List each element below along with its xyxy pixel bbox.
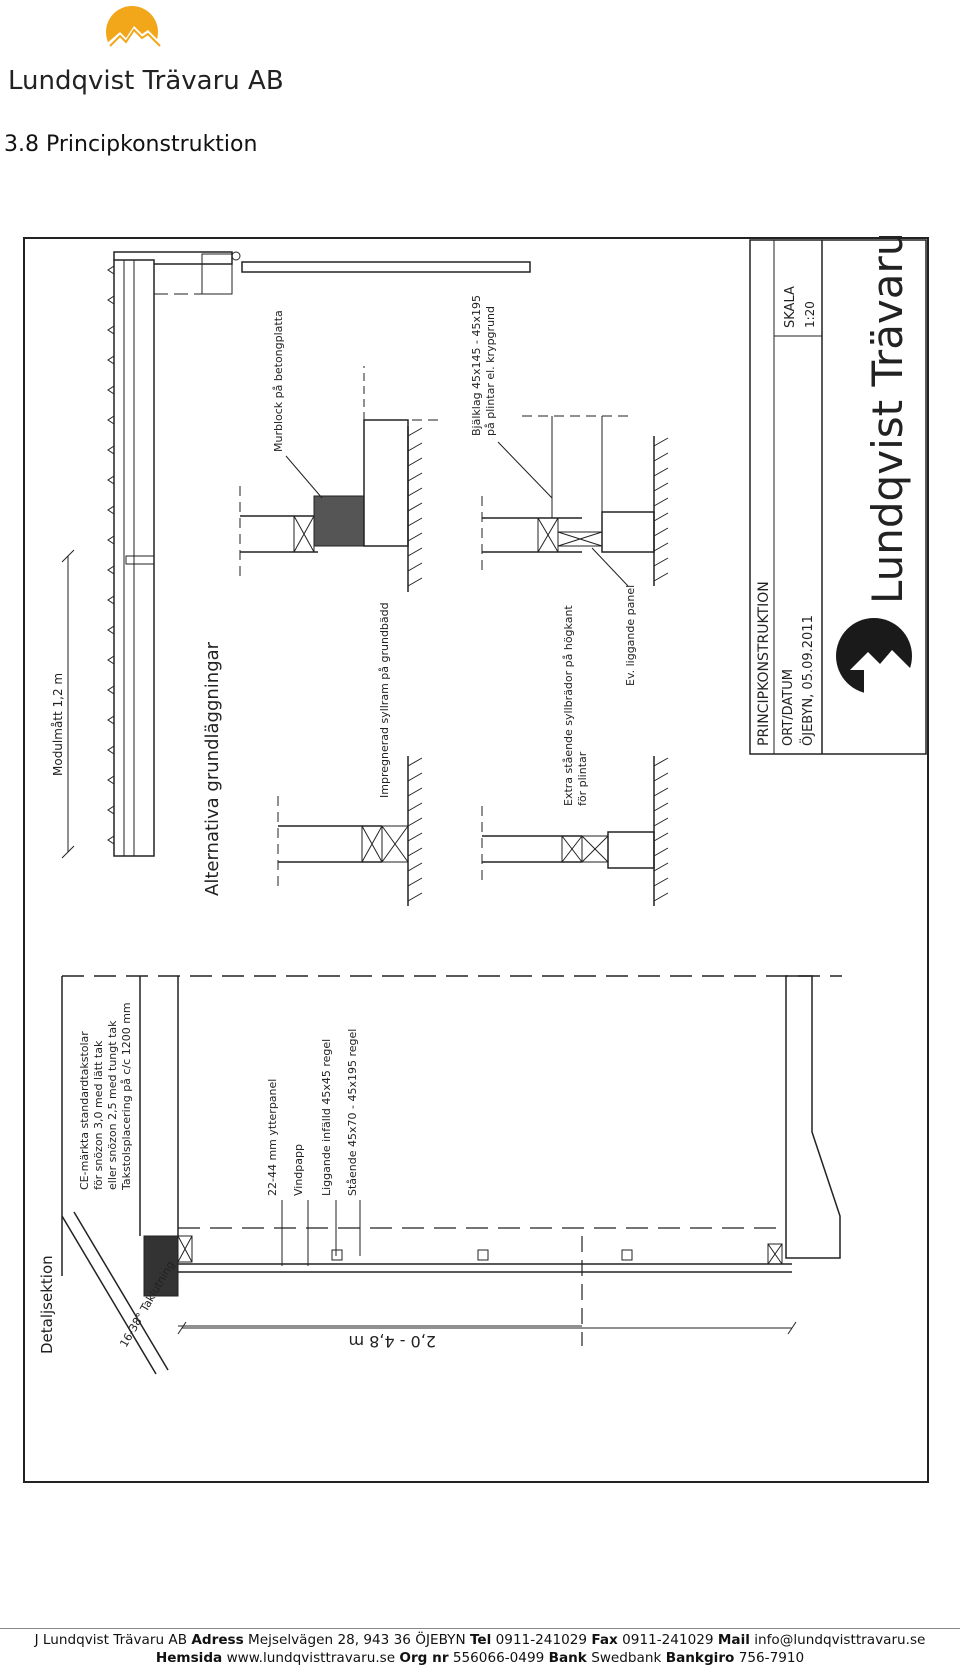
bjalklag-label-2: på plintar el. krypgrund: [484, 306, 497, 436]
footer-tel: 0911-241029: [495, 1632, 588, 1648]
footer-divider: [0, 1628, 960, 1629]
title-block-title: PRINCIPKONSTRUKTION: [756, 581, 772, 746]
footer-web-link[interactable]: www.lundqvisttravaru.se: [226, 1650, 396, 1666]
title-block-scale-label: SKALA: [783, 286, 798, 328]
title-block-logo-icon: [836, 618, 912, 694]
footer-bank: Swedbank: [591, 1650, 662, 1666]
title-block-scale-value: 1:20: [803, 301, 817, 328]
footer-mail-link[interactable]: info@lundqvisttravaru.se: [754, 1632, 926, 1648]
footer: J Lundqvist Trävaru AB Adress Mejselväge…: [0, 1631, 960, 1667]
truss-note-2: för snözon 3,0 med lätt tak: [92, 1040, 105, 1190]
ev-panel-label: Ev. liggande panel: [624, 585, 637, 686]
logo-text: Lundqvist Trävaru AB: [8, 66, 284, 96]
module-dimension-label: Modulmått 1,2 m: [51, 673, 65, 776]
title-block-company: Lundqvist Trävaru AB: [863, 236, 912, 604]
footer-web-label: Hemsida: [155, 1650, 223, 1666]
height-dimension-label: 2,0 - 4,8 m: [348, 1332, 436, 1351]
footer-org-label: Org nr: [399, 1650, 449, 1666]
footer-tel-label: Tel: [469, 1632, 492, 1648]
footer-mail-label: Mail: [717, 1632, 750, 1648]
truss-note-3: eller snözon 2,5 med tungt tak: [106, 1020, 119, 1190]
layer-label-1: 22-44 mm ytterpanel: [266, 1079, 279, 1196]
drawing-svg: PRINCIPKONSTRUKTION ORT/DATUM ÖJEBYN, 05…: [23, 159, 929, 1483]
foundations-title: Alternativa grundläggningar: [202, 641, 223, 896]
detail-section-label: Detaljsektion: [38, 1255, 56, 1354]
footer-bankgiro-label: Bankgiro: [665, 1650, 735, 1666]
detail-section: [61, 975, 842, 1375]
page-title: 3.8 Principkonstruktion: [4, 132, 258, 157]
footer-address: Mejselvägen 28, 943 36 ÖJEBYN: [248, 1632, 466, 1648]
title-block-ort-value: ÖJEBYN, 05.09.2011: [799, 615, 816, 746]
murblock-label: Murblock på betongplatta: [272, 310, 285, 452]
layer-label-3: Liggande infälld 45x45 regel: [320, 1039, 333, 1196]
extra-label-2: för plintar: [576, 751, 589, 806]
title-block: PRINCIPKONSTRUKTION ORT/DATUM ÖJEBYN, 05…: [749, 159, 927, 755]
footer-fax: 0911-241029: [622, 1632, 714, 1648]
foundation-details: [239, 366, 669, 906]
truss-note-4: Takstolsplacering på c/c 1200 mm: [120, 1002, 133, 1191]
truss-note-1: CE-märkta standardtakstolar: [78, 1031, 91, 1190]
construction-drawing: PRINCIPKONSTRUKTION ORT/DATUM ÖJEBYN, 05…: [22, 159, 930, 1484]
footer-bank-label: Bank: [548, 1650, 587, 1666]
footer-bankgiro: 756-7910: [738, 1650, 805, 1666]
footer-company: J Lundqvist Trävaru AB: [34, 1632, 188, 1648]
footer-line-2: Hemsida www.lundqvisttravaru.se Org nr 5…: [0, 1649, 960, 1667]
footer-line-1: J Lundqvist Trävaru AB Adress Mejselväge…: [0, 1631, 960, 1649]
footer-fax-label: Fax: [591, 1632, 618, 1648]
title-block-ort-label: ORT/DATUM: [781, 669, 796, 746]
extra-label-1: Extra stående syllbrädor på högkant: [562, 605, 575, 806]
company-logo: Lundqvist Trävaru AB: [8, 0, 284, 110]
footer-org: 556066-0499: [452, 1650, 545, 1666]
wall-elevation: [61, 251, 531, 859]
layer-label-2: Vindpapp: [292, 1144, 305, 1196]
footer-address-label: Adress: [191, 1632, 244, 1648]
bjalklag-label-1: Bjälklag 45x145 - 45x195: [470, 295, 483, 436]
impregnerad-label: Impregnerad syllram på grundbädd: [378, 602, 391, 798]
logo-mark-icon: [106, 6, 162, 60]
layer-label-4: Stående 45x70 - 45x195 regel: [346, 1029, 359, 1196]
